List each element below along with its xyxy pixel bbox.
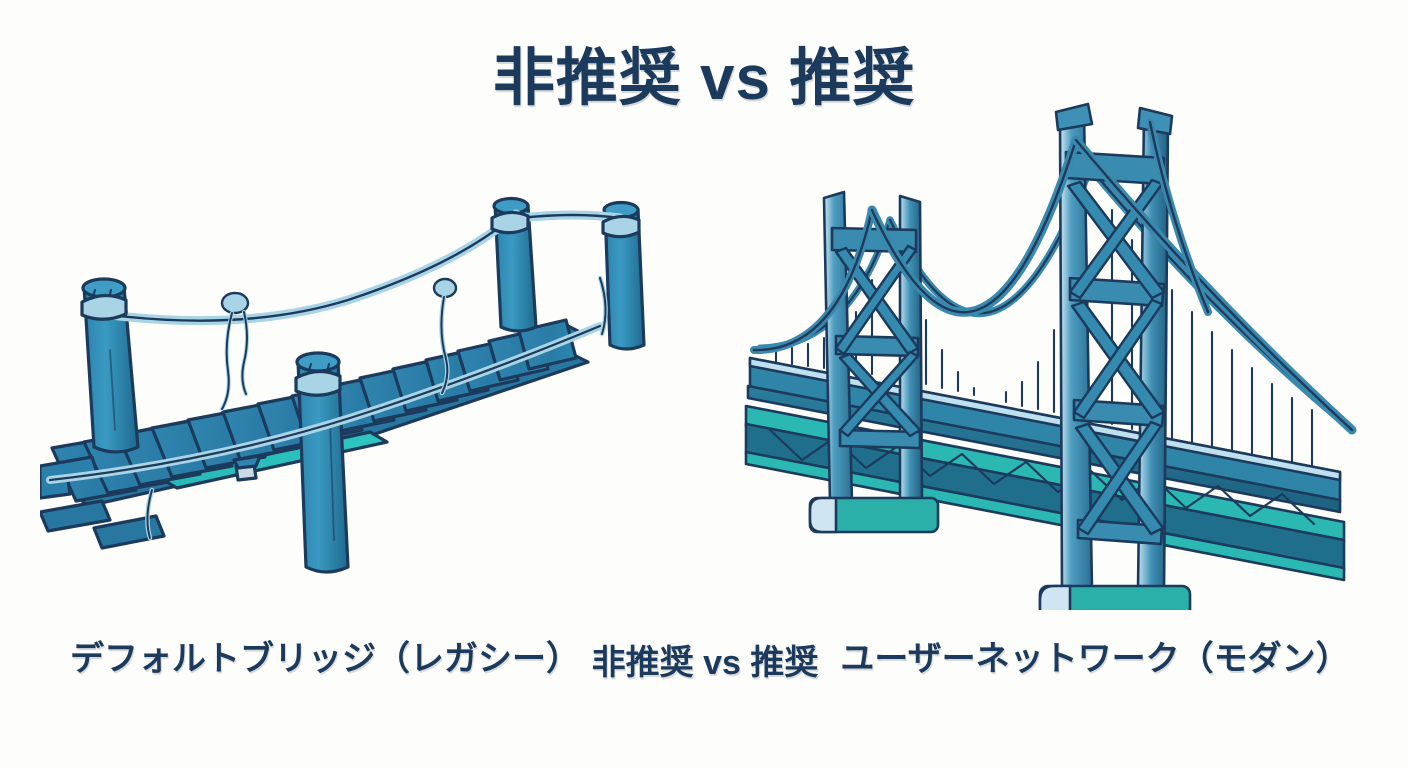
caption-legacy-text: デフォルトブリッジ（レガシー） <box>70 640 580 678</box>
modern-bridge-illustration <box>740 100 1380 610</box>
caption-comparison-text: 非推奨 vs 推奨 <box>591 644 819 682</box>
caption-modern-text: ユーザーネットワーク（モダン） <box>840 640 1350 678</box>
legacy-bridge-illustration <box>40 160 660 580</box>
caption-modern: ユーザーネットワーク（モダン） <box>825 638 1365 682</box>
page-title: 非推奨 vs 推奨 <box>492 44 916 113</box>
caption-comparison: 非推奨 vs 推奨 <box>470 642 940 686</box>
caption-legacy: デフォルトブリッジ（レガシー） <box>60 638 590 682</box>
